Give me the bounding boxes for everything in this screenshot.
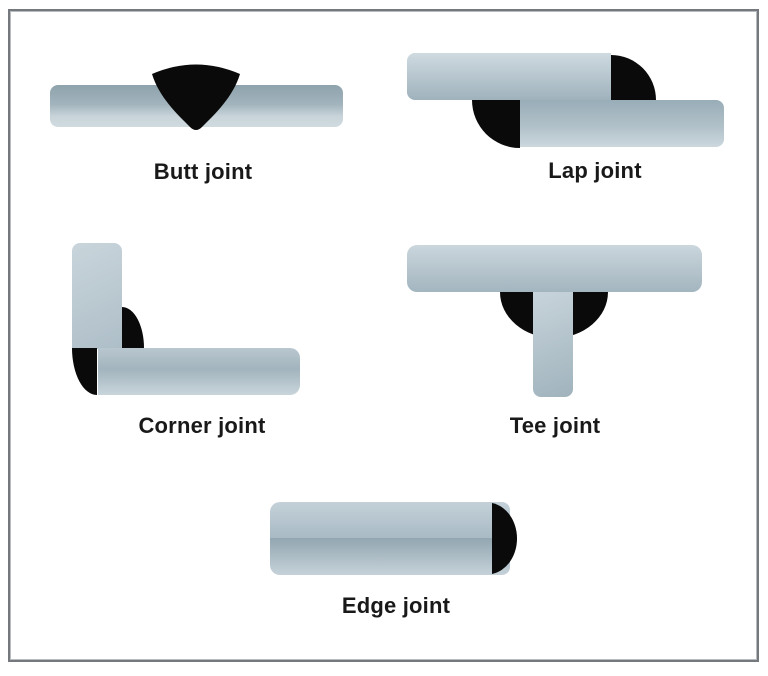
edge-joint-upper-plate (270, 502, 510, 538)
label-edge-joint: Edge joint (341, 593, 451, 618)
lap-joint-weld-bead-left (472, 100, 520, 148)
corner-joint-horizontal-plate (98, 348, 300, 395)
tee-joint-horizontal-plate (407, 245, 702, 292)
diagram-border-frame (8, 9, 759, 662)
lap-joint-figure (407, 53, 724, 148)
lap-joint-weld-bead-right (611, 55, 656, 100)
lap-joint-lower-plate (520, 100, 724, 147)
tee-joint-vertical-plate (533, 292, 573, 397)
corner-joint-figure (72, 243, 300, 395)
corner-joint-weld-bead-inner (122, 307, 144, 348)
label-butt-joint: Butt joint (153, 159, 253, 184)
corner-joint-vertical-plate (72, 243, 122, 349)
edge-joint-weld-bead (492, 503, 518, 574)
edge-joint-figure (270, 502, 518, 575)
edge-joint-lower-plate (270, 538, 510, 575)
corner-joint-weld-bead-outer (72, 348, 97, 395)
butt-joint-weld-bead (152, 64, 240, 130)
tee-joint-figure (407, 245, 702, 397)
lap-joint-upper-plate (407, 53, 611, 100)
butt-joint-figure (50, 64, 343, 130)
label-tee-joint: Tee joint (509, 413, 601, 438)
label-lap-joint: Lap joint (548, 158, 642, 183)
label-corner-joint: Corner joint (138, 413, 266, 438)
